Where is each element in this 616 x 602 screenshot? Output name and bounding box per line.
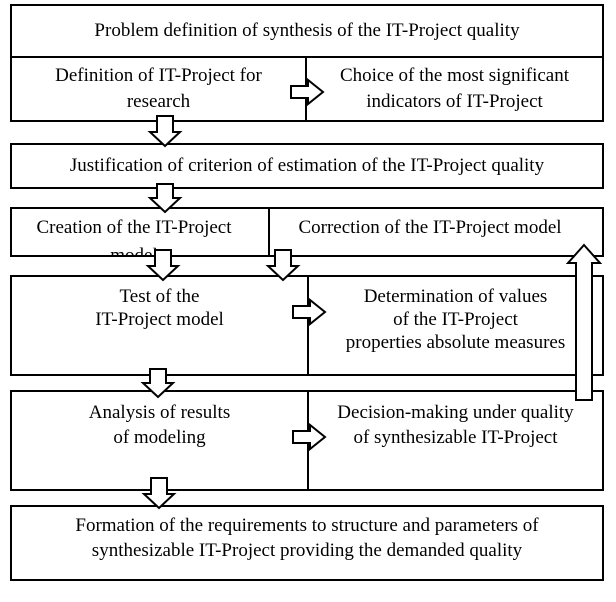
determination-text-line-2: of the IT-Project (393, 309, 518, 330)
determination-text-line-1: Determination of values (363, 286, 548, 307)
row-test-and-determination: Test of the IT-Project model Determinati… (10, 275, 604, 376)
decision-text-line-1: Decision-making under quality (337, 402, 574, 423)
box-problem-definition: Problem definition of synthesis of the I… (10, 4, 604, 58)
box-justification-of-criterion: Justification of criterion of estimation… (10, 143, 604, 189)
test-text-line-1: Test of the (119, 286, 200, 307)
analysis-text-line-1: Analysis of results (88, 402, 231, 423)
determination-text-line-3: properties absolute measures (345, 332, 566, 353)
analysis-text-line-2: of modeling (113, 427, 206, 448)
box-formation-of-requirements: Formation of the requirements to structu… (10, 505, 604, 581)
creation-text-line-2: model (12, 242, 256, 255)
definition-text-line-2: research (126, 91, 191, 112)
row-definition-and-choice: Definition of IT-Project for research Ch… (10, 56, 604, 122)
creation-text-line-1: Creation of the IT-Project (36, 217, 232, 238)
box-choice-of-indicators: Choice of the most significant indicator… (305, 58, 602, 120)
box-definition-of-it-project: Definition of IT-Project for research (12, 58, 305, 120)
decision-text-line-2: of synthesizable IT-Project (353, 427, 558, 448)
formation-text-line-2: synthesizable IT-Project providing the d… (91, 540, 523, 561)
problem-definition-text: Problem definition of synthesis of the I… (94, 20, 520, 41)
choice-text-line-2: indicators of IT-Project (366, 91, 543, 112)
definition-text-line-1: Definition of IT-Project for (55, 65, 262, 86)
box-determination-of-values: Determination of values of the IT-Projec… (307, 277, 602, 374)
box-decision-making: Decision-making under quality of synthes… (307, 392, 602, 489)
box-correction-of-model: Correction of the IT-Project model (268, 209, 602, 255)
justification-text: Justification of criterion of estimation… (69, 155, 545, 176)
row-analysis-and-decision: Analysis of results of modeling Decision… (10, 390, 604, 491)
choice-text-line-1: Choice of the most significant (339, 65, 569, 86)
box-creation-of-model: Creation of the IT-Project model (12, 209, 268, 255)
box-analysis-of-results: Analysis of results of modeling (12, 392, 307, 489)
row-creation-and-correction: Creation of the IT-Project model Correct… (10, 207, 604, 257)
box-test-of-model: Test of the IT-Project model (12, 277, 307, 374)
correction-text: Correction of the IT-Project model (298, 217, 562, 238)
test-text-line-2: IT-Project model (95, 309, 224, 330)
formation-text-line-1: Formation of the requirements to structu… (75, 515, 539, 536)
